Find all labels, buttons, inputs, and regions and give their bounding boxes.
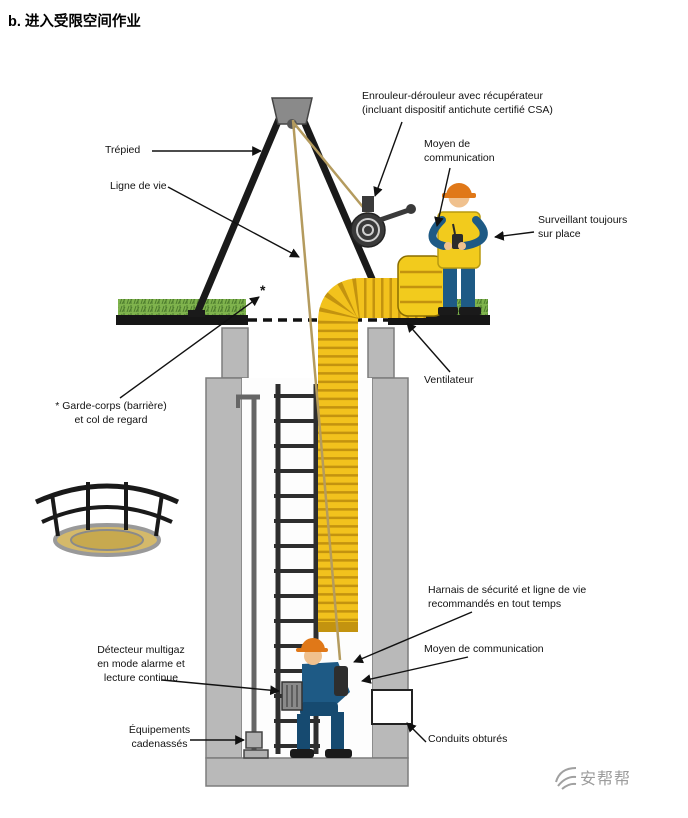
label-surveillant: Surveillant toujours sur place (538, 214, 628, 240)
locked-valve (245, 731, 263, 749)
multigas-detector-icon (281, 681, 303, 711)
label-conduits: Conduits obturés (428, 733, 508, 745)
entrant-worker (281, 638, 352, 758)
interior-pipe (236, 394, 269, 759)
helmet-icon (301, 638, 325, 650)
watermark-text: 安帮帮 (580, 771, 632, 788)
guardrail-illustration (34, 482, 180, 557)
lifeline-rope (291, 119, 368, 661)
label-trepied: Trépied (105, 144, 141, 156)
callout-arrows (119, 121, 535, 745)
plugged-conduit (371, 689, 413, 725)
label-moyen-communication-bottom: Moyen de communication (424, 643, 544, 655)
label-detecteur: Détecteur multigaz en mode alarme et lec… (97, 644, 185, 684)
ground-surface (116, 315, 490, 325)
label-ligne-de-vie: Ligne de vie (110, 180, 167, 192)
label-moyen-communication-top: Moyen de communication (424, 138, 495, 164)
label-harnais: Harnais de sécurité et ligne de vie reco… (428, 584, 587, 610)
helmet-icon (446, 183, 472, 196)
ventilator-unit (397, 255, 445, 317)
page-title: b. 进入受限空间作业 (8, 14, 141, 30)
label-enrouleur: Enrouleur-dérouleur avec récupérateur (i… (362, 90, 553, 116)
label-asterisk: * (260, 282, 266, 298)
watermark-logo-icon (555, 767, 577, 790)
label-ventilateur: Ventilateur (424, 374, 474, 386)
harness-pack-icon (334, 666, 348, 696)
label-garde-corps: * Garde-corps (barrière) et col de regar… (55, 400, 167, 426)
label-equipements: Équipements cadenassés (128, 724, 191, 750)
retrieval-winch (350, 196, 416, 248)
